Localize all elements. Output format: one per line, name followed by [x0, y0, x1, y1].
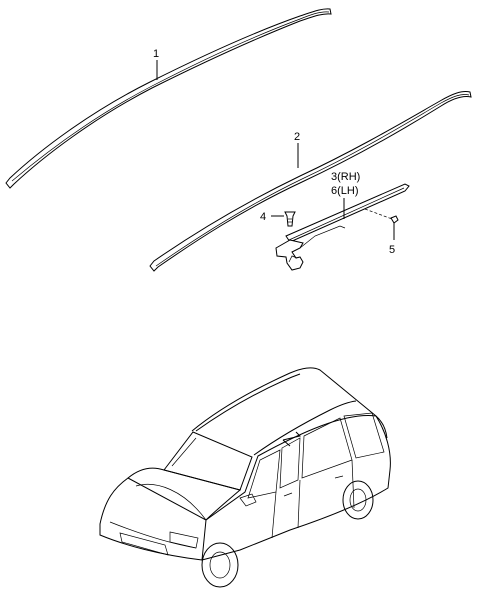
callout-5: 5	[389, 244, 395, 256]
clip-fastener	[271, 211, 296, 227]
screw-fastener	[364, 208, 399, 240]
callout-2: 2	[294, 131, 300, 143]
roof-rail-lower	[149, 91, 472, 272]
callout-1: 1	[153, 48, 159, 60]
callout-6-lh: 6(LH)	[331, 185, 359, 197]
callout-3-rh: 3(RH)	[331, 171, 360, 183]
minivan-illustration	[99, 367, 391, 588]
end-cover-assembly	[275, 183, 410, 271]
roof-rail-upper	[5, 8, 332, 189]
callout-4: 4	[260, 211, 266, 223]
